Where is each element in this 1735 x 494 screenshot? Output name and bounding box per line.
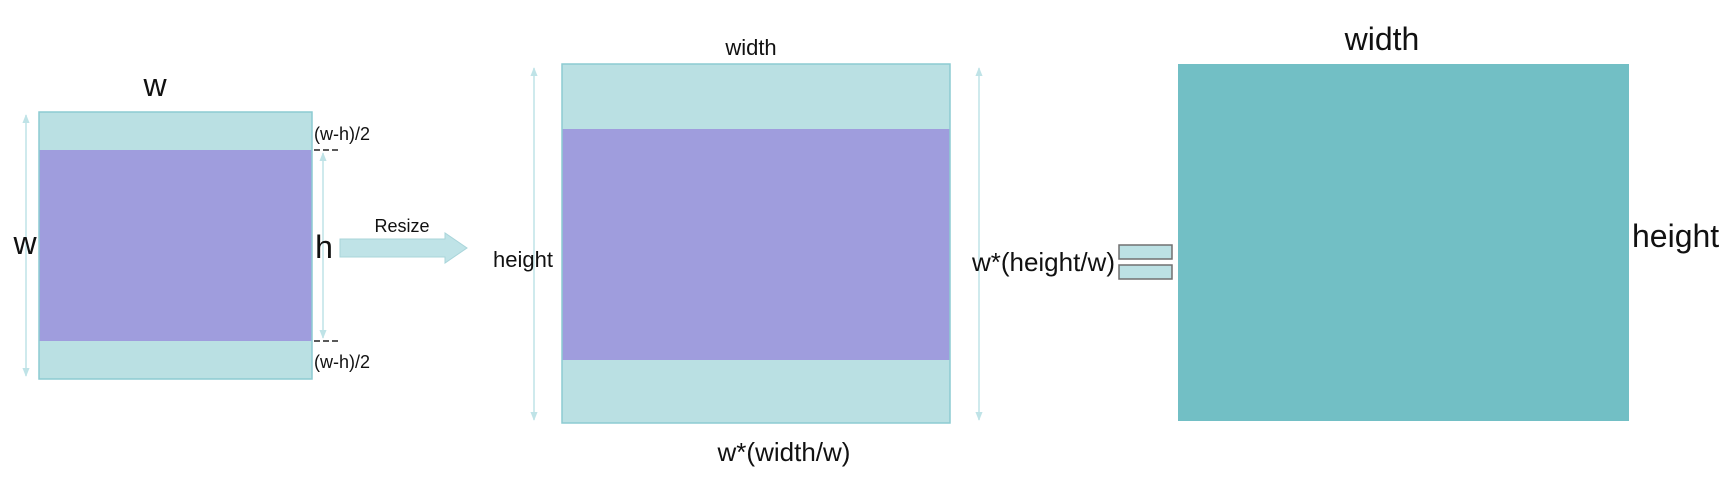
source-height-label: w	[12, 225, 37, 261]
source-bottom-pad	[39, 341, 312, 379]
target-image: width height	[1178, 21, 1719, 421]
equals-bar-bottom	[1118, 264, 1173, 280]
top-pad-label: (w-h)/2	[314, 124, 370, 144]
source-width-label: w	[142, 67, 167, 103]
source-content	[39, 150, 312, 341]
resize-arrow	[339, 232, 468, 264]
target-height-label: height	[1632, 218, 1719, 254]
resize-step: Resize	[339, 216, 468, 264]
resized-content	[562, 129, 950, 360]
resized-outline	[561, 63, 951, 424]
resized-top-pad	[562, 64, 950, 129]
target-width-label: width	[1344, 21, 1420, 57]
resized-width-label: width	[724, 35, 776, 60]
resized-image: width height w*(height/w) w*(width/w)	[493, 35, 1115, 467]
resize-label: Resize	[374, 216, 429, 236]
resized-bottom-label: w*(width/w)	[717, 437, 851, 467]
resized-height-label: height	[493, 247, 553, 272]
resized-bottom-pad	[562, 360, 950, 423]
source-outline	[38, 111, 313, 380]
target-rect	[1178, 64, 1629, 421]
content-height-label: h	[315, 229, 333, 265]
source-top-pad	[39, 112, 312, 150]
bottom-pad-label: (w-h)/2	[314, 352, 370, 372]
resized-right-label: w*(height/w)	[971, 247, 1115, 277]
equals-sign	[1118, 244, 1173, 280]
source-image: w w h (w-h)/2 (w-h)/2	[12, 67, 370, 380]
equals-bar-top	[1118, 244, 1173, 260]
